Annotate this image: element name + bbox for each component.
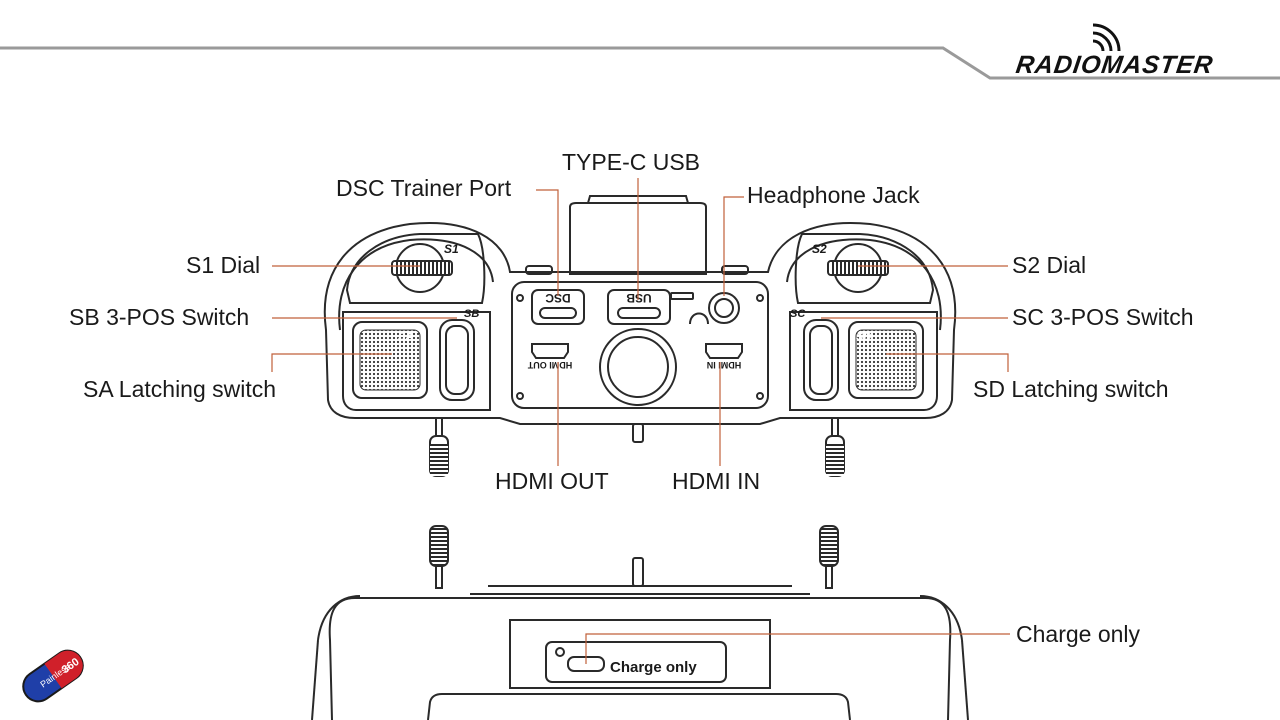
label-sa-switch: SA Latching switch — [83, 376, 277, 402]
device-mark-sa: SA — [398, 331, 413, 343]
device-mark-s2: S2 — [812, 242, 827, 256]
label-hdmi-out: HDMI OUT — [495, 468, 609, 494]
device-mark-sd: SD — [856, 331, 871, 343]
device-mark-sb: SB — [464, 308, 479, 320]
device-mark-usb: USB — [626, 291, 652, 305]
device-mark-s1: S1 — [444, 242, 459, 256]
label-headphone-jack: Headphone Jack — [747, 182, 920, 208]
device-mark-hdmi-out: HDMI OUT — [527, 360, 572, 370]
leader-lines — [271, 178, 1010, 664]
radiomaster-logo: RADIOMASTER — [1014, 51, 1216, 79]
header-line — [0, 46, 1280, 80]
s2-dial-ridges — [830, 262, 886, 274]
sd-switch-grip — [855, 329, 917, 391]
sa-switch-grip — [359, 329, 421, 391]
label-type-c-usb: TYPE-C USB — [562, 149, 701, 175]
s1-dial-ridges — [394, 262, 450, 274]
label-sb-switch: SB 3-POS Switch — [69, 304, 250, 330]
label-charge-only: Charge only — [1016, 621, 1141, 647]
label-s1-dial: S1 Dial — [186, 252, 261, 278]
controller-bottom-view — [311, 525, 969, 720]
label-hdmi-in: HDMI IN — [672, 468, 761, 494]
label-sc-switch: SC 3-POS Switch — [1012, 304, 1194, 330]
wifi-signal-icon — [1092, 23, 1121, 52]
right-stick-knurl — [826, 444, 844, 476]
device-mark-sc: SC — [790, 308, 806, 320]
device-mark-hdmi-in: HDMI IN — [707, 360, 742, 370]
device-mark-dsc: DSC — [545, 291, 571, 305]
painless360-watermark: Painless 360 — [22, 649, 84, 703]
label-dsc-trainer-port: DSC Trainer Port — [336, 175, 512, 201]
label-sd-switch: SD Latching switch — [973, 376, 1169, 402]
left-stick-knurl — [430, 444, 448, 476]
label-s2-dial: S2 Dial — [1012, 252, 1087, 278]
device-mark-charge-only: Charge only — [610, 659, 697, 676]
